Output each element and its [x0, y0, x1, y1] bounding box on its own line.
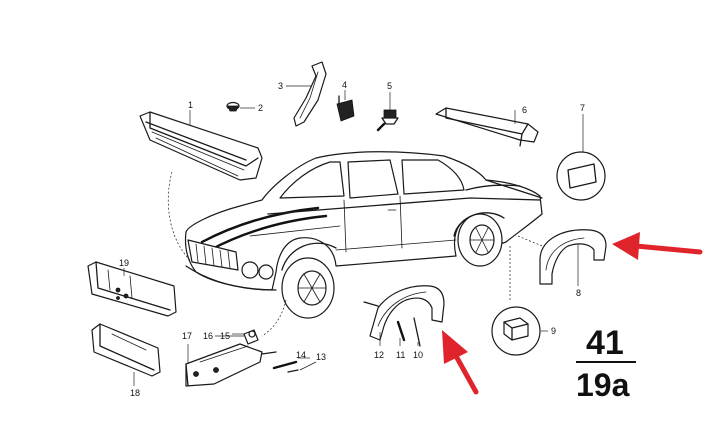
clip-part	[336, 90, 355, 122]
callout-5: 5	[387, 81, 392, 91]
callout-8: 8	[576, 288, 581, 298]
section-page: 19a	[576, 367, 630, 403]
callout-18: 18	[130, 388, 140, 398]
section-group: 41	[586, 324, 624, 362]
callout-2: 2	[258, 103, 263, 113]
car-body	[184, 151, 543, 319]
callout-14: 14	[296, 350, 306, 360]
emblem-part	[556, 114, 606, 201]
callout-6: 6	[522, 105, 527, 115]
mounting-assembly-part	[185, 329, 317, 387]
callout-3: 3	[278, 81, 283, 91]
callout-9: 9	[551, 326, 556, 336]
callout-4: 4	[342, 80, 347, 90]
callout-17: 17	[182, 331, 192, 341]
front-spoiler-part	[139, 110, 263, 181]
grommet-part	[226, 101, 255, 112]
callout-16: 16	[203, 331, 213, 341]
callout-11: 11	[396, 350, 405, 360]
callout-19: 19	[119, 258, 129, 268]
callout-15: 15	[220, 331, 230, 341]
callout-1: 1	[188, 100, 193, 110]
callout-7: 7	[580, 103, 585, 113]
callout-13: 13	[316, 352, 326, 362]
section-number: 41 19a	[576, 324, 636, 403]
rear-spoiler-part	[435, 107, 539, 147]
highlight-arrow-rear	[612, 232, 703, 260]
license-bracket-part	[87, 261, 177, 317]
bracket-strip-part	[286, 61, 327, 127]
callout-10: 10	[413, 350, 423, 360]
highlight-arrow-front	[442, 330, 479, 395]
front-fender-flare-part	[363, 285, 445, 347]
rear-fender-flare-part	[539, 229, 607, 286]
block-part	[491, 306, 548, 356]
callout-12: 12	[374, 350, 384, 360]
lower-bracket-part	[91, 323, 161, 386]
bolt-part	[376, 92, 399, 132]
